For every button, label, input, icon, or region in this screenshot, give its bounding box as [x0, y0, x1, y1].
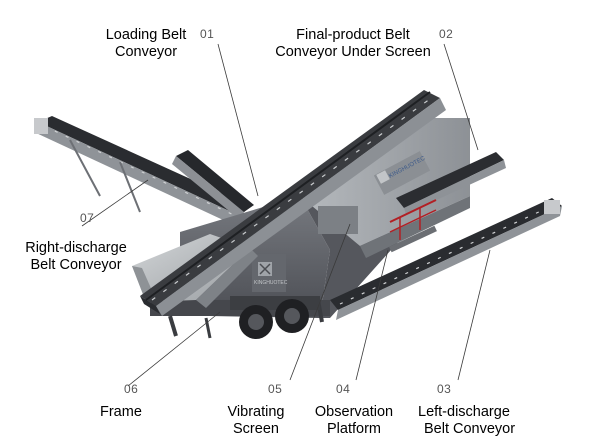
callout-01-line1: Loading Belt	[105, 27, 187, 43]
callout-03-line2: Belt Conveyor	[424, 421, 516, 437]
callout-04-line2: Platform	[327, 421, 381, 437]
callout-01-line2: Conveyor	[114, 44, 178, 60]
callout-01-label: Loading Belt Conveyor	[86, 27, 206, 61]
callout-05-line1: Vibrating	[227, 404, 285, 420]
loading-belt-conveyor	[140, 90, 446, 316]
svg-text:KINGHUOTEC: KINGHUOTEC	[254, 280, 288, 286]
callout-05-number: 05	[268, 382, 283, 396]
callout-05-label: Vibrating Screen	[214, 404, 298, 438]
callout-01-number: 01	[200, 27, 215, 41]
callout-07-line1: Right-discharge	[25, 240, 127, 256]
right-discharge-belt-conveyor	[34, 116, 250, 226]
observation-platform	[389, 199, 437, 253]
callout-02-label: Final-product Belt Conveyor Under Screen	[262, 27, 444, 61]
leader-06	[127, 311, 221, 387]
left-discharge-belt-conveyor	[330, 198, 562, 320]
callout-05-line2: Screen	[233, 421, 279, 437]
wheels	[230, 296, 320, 339]
callout-04-line1: Observation	[314, 404, 394, 420]
leader-03	[457, 249, 491, 381]
leader-04	[355, 249, 389, 381]
leader-07	[81, 179, 149, 227]
callout-03-label: Left-discharge Belt Conveyor	[418, 404, 515, 438]
callout-07-label: Right-discharge Belt Conveyor	[14, 240, 138, 274]
callout-06-label: Frame	[100, 404, 142, 421]
callout-02-line2: Conveyor Under Screen	[275, 44, 431, 60]
callout-07-number: 07	[80, 211, 95, 225]
callout-04-number: 04	[336, 382, 351, 396]
leader-01	[217, 43, 259, 197]
callout-02-number: 02	[439, 27, 454, 41]
leader-02	[443, 43, 479, 151]
callout-03-line1: Left-discharge	[418, 404, 510, 420]
callout-06-line1: Frame	[100, 404, 142, 420]
callout-06-number: 06	[124, 382, 139, 396]
callout-02-line1: Final-product Belt	[296, 27, 410, 43]
callout-04-label: Observation Platform	[304, 404, 404, 438]
callout-03-number: 03	[437, 382, 452, 396]
secondary-conveyor	[172, 150, 254, 220]
leader-05	[289, 223, 351, 381]
final-product-belt-conveyor	[396, 152, 506, 214]
leader-lines	[81, 43, 491, 387]
callout-07-line2: Belt Conveyor	[30, 257, 122, 273]
